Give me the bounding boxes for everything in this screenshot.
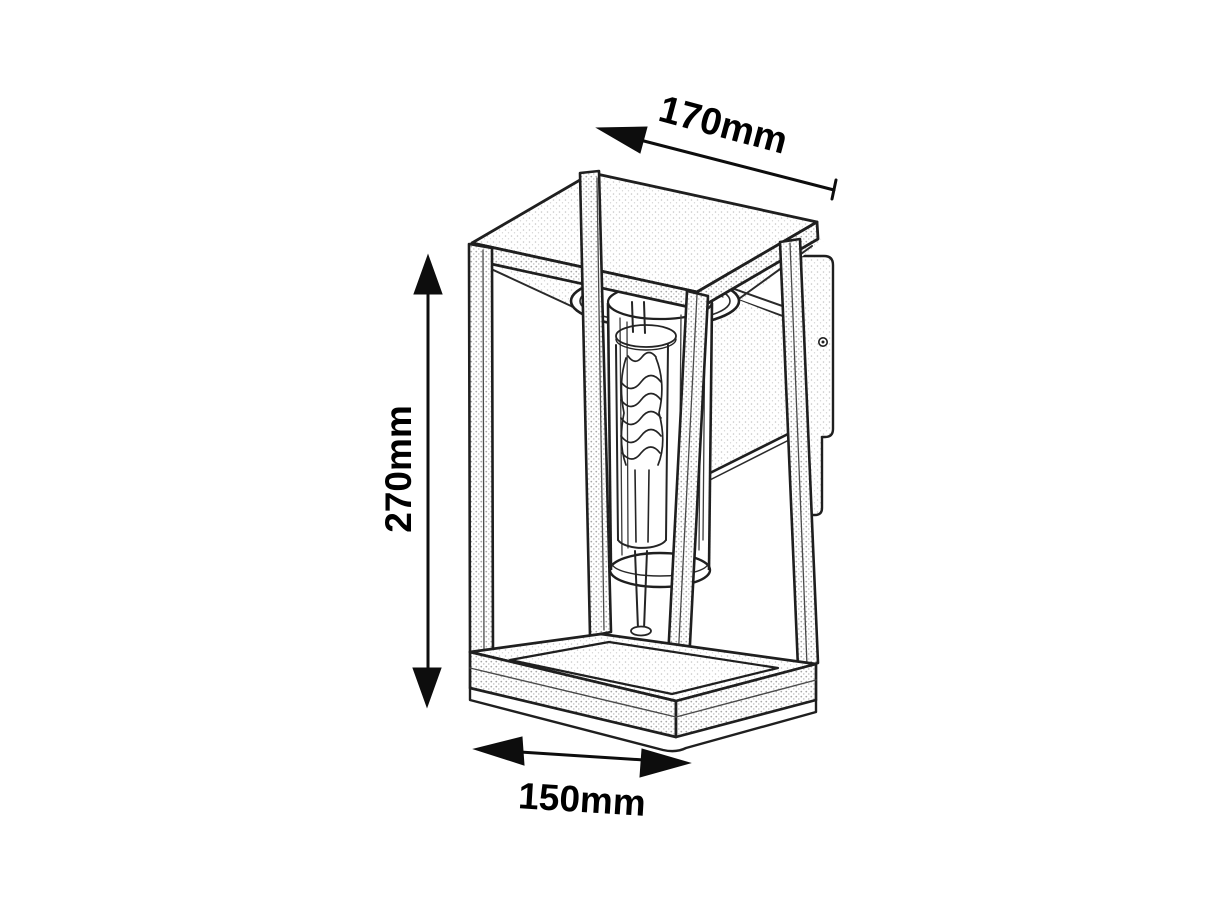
base-opening bbox=[508, 640, 780, 696]
width-dimension-arrow bbox=[595, 126, 838, 201]
height-dimension-label: 270mm bbox=[378, 405, 419, 533]
depth-dimension-arrow bbox=[472, 736, 692, 778]
right-post bbox=[778, 237, 820, 670]
base-frame bbox=[468, 632, 818, 753]
height-dimension-arrow bbox=[412, 253, 443, 709]
depth-dimension-label: 150mm bbox=[517, 775, 647, 824]
dimension-arrows bbox=[412, 126, 838, 778]
left-post bbox=[467, 242, 495, 658]
spiral-filament bbox=[620, 351, 664, 466]
frame-posts bbox=[467, 169, 820, 704]
top-cap bbox=[470, 171, 820, 311]
back-post bbox=[578, 169, 613, 638]
back-panel bbox=[694, 285, 794, 488]
filament-bulb bbox=[615, 301, 677, 637]
base-bottom-plate bbox=[468, 686, 818, 753]
